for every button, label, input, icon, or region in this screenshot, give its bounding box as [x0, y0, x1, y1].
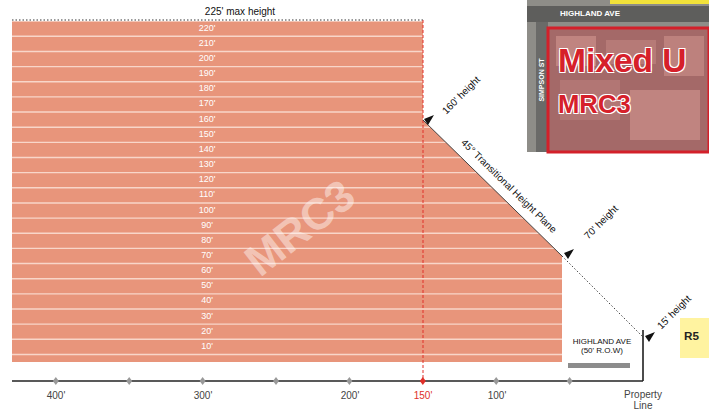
axis-ticks — [53, 377, 573, 385]
axis-tick — [567, 377, 573, 385]
height-callout: 70' height — [582, 203, 620, 241]
max-height-label: 225' max height — [205, 6, 275, 17]
axis-label: 300' — [194, 390, 213, 401]
axis-tick — [200, 377, 206, 385]
zone-title: MRC3 — [558, 92, 709, 118]
axis-line — [12, 380, 643, 382]
stripe — [12, 293, 600, 294]
aerial-road — [536, 22, 548, 152]
height-tick-label: 60' — [201, 266, 213, 276]
street-label: HIGHLAND AVE — [560, 10, 620, 19]
road-bar — [568, 363, 630, 368]
axis-tick — [346, 377, 352, 385]
stripe — [12, 157, 600, 158]
stripe — [12, 111, 600, 112]
axis-tick — [493, 377, 499, 385]
height-tick-label: 40' — [201, 296, 213, 306]
height-tick-label: 170' — [199, 99, 216, 109]
height-tick-label: 190' — [199, 69, 216, 79]
zone-border — [610, 0, 709, 4]
axis-tick — [53, 377, 59, 385]
zone-label: R5 — [684, 330, 709, 342]
axis-tick — [273, 377, 279, 385]
height-stripes — [12, 21, 600, 369]
setback-line — [423, 20, 424, 381]
road-label: HIGHLAND AVE (50' R.O.W) — [567, 338, 637, 356]
axis-label: 400' — [47, 390, 66, 401]
height-tick-label: 150' — [199, 130, 216, 140]
height-tick-label: 200' — [199, 54, 216, 64]
height-tick-label: 100' — [199, 206, 216, 216]
height-tick-label: 80' — [201, 236, 213, 246]
aerial-road — [527, 6, 709, 22]
axis-label: Property Line — [618, 389, 668, 411]
height-tick-label: 160' — [199, 115, 216, 125]
stripe — [12, 142, 600, 143]
axis-label: 150' — [414, 390, 433, 401]
stripe — [12, 339, 600, 340]
stripe — [12, 172, 600, 173]
stripe — [12, 126, 600, 127]
height-tick-label: 30' — [201, 312, 213, 322]
street-label: SIMPSON ST — [538, 58, 546, 101]
axis-label: 100' — [488, 390, 507, 401]
transition-plane-extension — [562, 256, 643, 337]
stripe — [12, 278, 600, 279]
height-tick-label: 20' — [201, 327, 213, 337]
arrow-head — [645, 332, 655, 342]
height-tick-label: 210' — [199, 39, 216, 49]
stripe — [12, 20, 600, 21]
height-tick-label: 10' — [201, 342, 213, 352]
zone-box: Mixed U MRC3 — [548, 28, 709, 152]
stripe — [12, 369, 600, 370]
stripe — [12, 66, 600, 67]
arrow-head — [424, 115, 434, 125]
height-tick-label: 120' — [199, 175, 216, 185]
mrc3-envelope — [12, 21, 562, 362]
stripe — [12, 308, 600, 309]
axis-tick — [420, 377, 426, 385]
height-tick-label: 50' — [201, 281, 213, 291]
stripe — [12, 51, 600, 52]
stripe — [12, 323, 600, 324]
arrow-head — [564, 249, 574, 259]
stripe — [12, 263, 600, 264]
axis-tick — [126, 377, 132, 385]
height-tick-label: 220' — [199, 24, 216, 34]
mixed-use-zone — [548, 28, 709, 152]
height-tick-label: 130' — [199, 160, 216, 170]
stripe — [12, 81, 600, 82]
stripe — [12, 96, 600, 97]
stripe — [12, 36, 600, 37]
property-line — [642, 330, 644, 381]
height-tick-label: 140' — [199, 145, 216, 155]
height-tick-label: 110' — [199, 190, 215, 200]
height-tick-label: 90' — [201, 221, 213, 231]
r5-zone: R5 — [680, 318, 709, 358]
stripe — [12, 354, 600, 355]
zone-title: Mixed U — [558, 44, 709, 78]
aerial-photo — [527, 0, 709, 152]
axis-label: 200' — [341, 390, 360, 401]
height-tick-label: 180' — [199, 84, 216, 94]
height-callout: 160' height — [440, 74, 482, 116]
max-height-line — [12, 20, 423, 21]
height-tick-label: 70' — [201, 251, 213, 261]
